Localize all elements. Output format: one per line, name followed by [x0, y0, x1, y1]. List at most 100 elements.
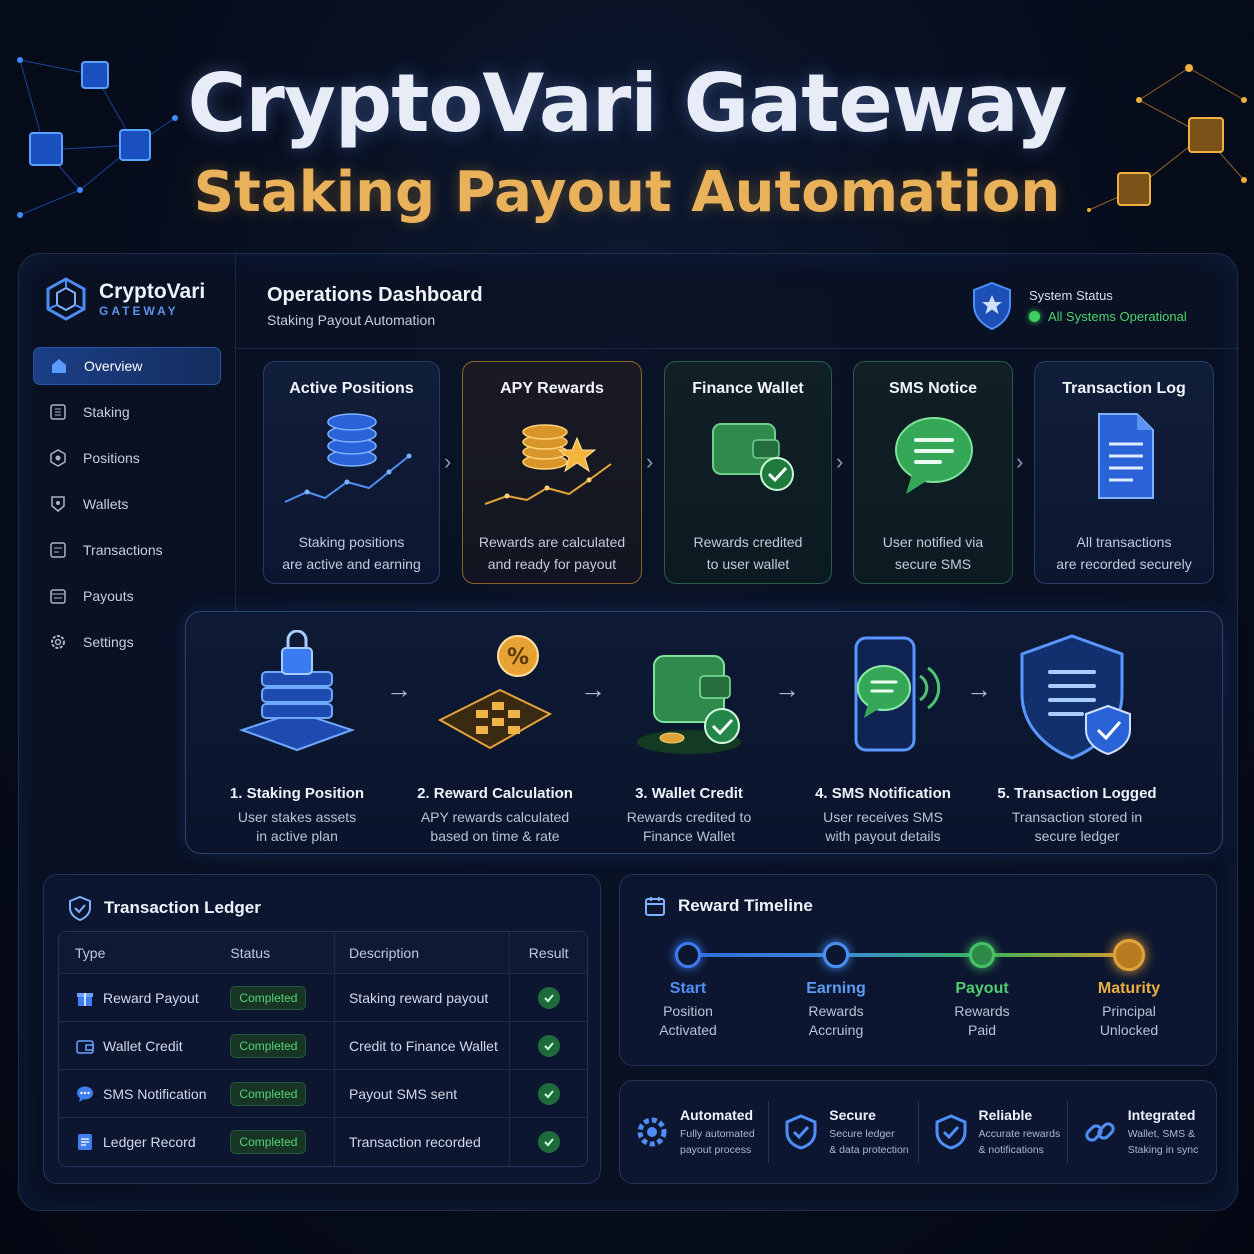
feature-title: Reliable — [978, 1106, 1033, 1123]
sidebar-item-staking[interactable]: Staking — [33, 393, 221, 431]
card-title: SMS Notice — [888, 380, 977, 397]
sidebar-item-wallets[interactable]: Wallets — [33, 485, 221, 523]
lock-icon[interactable] — [1113, 939, 1145, 971]
timeline-desc-line1: Rewards — [808, 1003, 864, 1019]
feature-desc-line2: Staking in sync — [1127, 1143, 1199, 1156]
timeline-desc-line1: Rewards — [954, 1003, 1010, 1019]
timeline-node-payout[interactable] — [969, 942, 995, 968]
positions-icon — [49, 449, 67, 467]
step-desc-line1: Rewards credited to — [626, 809, 752, 825]
row-description: Payout SMS sent — [333, 1070, 509, 1117]
table-row[interactable]: Wallet Credit Completed Credit to Financ… — [59, 1022, 587, 1070]
step-desc-line1: User stakes assets — [237, 809, 357, 825]
sidebar-item-transactions[interactable]: Transactions — [33, 531, 221, 569]
dashboard-window: CryptoVari GATEWAY Overview Staking Posi… — [18, 253, 1239, 1211]
dashboard-header: Operations Dashboard Staking Payout Auto… — [236, 254, 1239, 349]
chat-icon — [77, 1086, 93, 1102]
shield-check-icon — [935, 1114, 966, 1150]
link-icon — [1085, 1122, 1115, 1142]
timeline-desc-line2: Paid — [967, 1022, 997, 1038]
card-desc-line2: and ready for payout — [487, 556, 617, 572]
chevron-right-icon: › — [646, 449, 654, 474]
card-title: Finance Wallet — [692, 380, 804, 397]
arrow-right-icon: → — [580, 674, 606, 704]
gear-icon — [637, 1117, 667, 1147]
card-desc-line1: User notified via — [882, 534, 984, 550]
sidebar-item-settings[interactable]: Settings — [33, 623, 221, 661]
status-dot — [1029, 311, 1040, 322]
chevron-right-icon: › — [1016, 449, 1024, 474]
card-desc-line2: secure SMS — [894, 556, 972, 572]
shield-check-icon — [785, 1114, 817, 1150]
hero-subtitle: Staking Payout Automation — [193, 160, 1061, 225]
timeline-node-earning[interactable] — [823, 942, 849, 968]
brand[interactable]: CryptoVari GATEWAY — [43, 276, 205, 322]
table-row[interactable]: Reward Payout Completed Staking reward p… — [59, 974, 587, 1022]
brand-name: CryptoVari — [99, 280, 206, 303]
sidebar-item-payouts[interactable]: Payouts — [33, 577, 221, 615]
wallet-icon — [76, 1039, 94, 1054]
check-icon — [537, 1034, 560, 1057]
page-subtitle: Staking Payout Automation — [267, 312, 436, 328]
panel-title: Reward Timeline — [678, 896, 813, 915]
brand-logo-icon — [46, 277, 86, 321]
sidebar-item-positions[interactable]: Positions — [33, 439, 221, 477]
feature-desc-line1: Fully automated — [680, 1127, 755, 1140]
transaction-ledger-panel: Transaction Ledger Type Status Descripti… — [43, 874, 601, 1184]
feature-title: Automated — [680, 1106, 754, 1123]
status-label: System Status — [1029, 288, 1113, 303]
timeline-node-start[interactable] — [675, 942, 701, 968]
card-sms-notice[interactable]: SMS Notice User notified via secure SMS — [853, 361, 1013, 584]
sidebar-nav: Overview Staking Positions Wallets Trans… — [33, 347, 221, 669]
brand-tag: GATEWAY — [99, 304, 179, 318]
card-desc-line1: All transactions — [1076, 534, 1172, 550]
calculator-icon: % — [437, 635, 553, 750]
row-description: Staking reward payout — [333, 974, 509, 1021]
table-row[interactable]: Ledger Record Completed Transaction reco… — [59, 1118, 587, 1166]
card-desc-line2: are active and earning — [282, 556, 421, 572]
table-row[interactable]: SMS Notification Completed Payout SMS se… — [59, 1070, 587, 1118]
timeline-stage: Earning — [806, 980, 866, 997]
transactions-icon — [49, 541, 67, 559]
hero-title: CryptoVari Gateway — [187, 57, 1068, 150]
gear-icon — [49, 633, 67, 651]
feature-title: Integrated — [1127, 1106, 1196, 1123]
timeline-desc-line1: Principal — [1102, 1003, 1156, 1019]
network-cubes-gold-decoration — [1087, 64, 1247, 212]
row-description: Credit to Finance Wallet — [333, 1022, 509, 1069]
card-desc-line1: Staking positions — [298, 534, 405, 550]
ledger-table: Type Status Description Result Reward Pa… — [58, 931, 588, 1167]
status-value: All Systems Operational — [1048, 309, 1187, 324]
timeline-desc-line2: Activated — [659, 1022, 717, 1038]
feature-desc-line1: Accurate rewards — [978, 1127, 1061, 1140]
process-step-reward-calculation: % 2. Reward Calculation APY rewards calc… — [400, 630, 590, 846]
timeline-stage: Maturity — [1097, 980, 1161, 997]
feature-desc-line1: Secure ledger — [829, 1127, 895, 1140]
card-desc-line2: to user wallet — [706, 556, 790, 572]
svg-text:%: % — [507, 645, 529, 670]
calendar-icon — [645, 897, 665, 916]
sidebar-item-overview[interactable]: Overview — [33, 347, 221, 385]
card-desc-line1: Rewards are calculated — [478, 534, 626, 550]
step-title: 3. Wallet Credit — [635, 785, 743, 802]
step-title: 1. Staking Position — [229, 785, 365, 802]
chevron-right-icon: › — [444, 449, 452, 474]
locked-stack-icon — [238, 629, 356, 752]
wallet-check-icon — [712, 423, 794, 491]
feature-title: Secure — [829, 1106, 876, 1123]
